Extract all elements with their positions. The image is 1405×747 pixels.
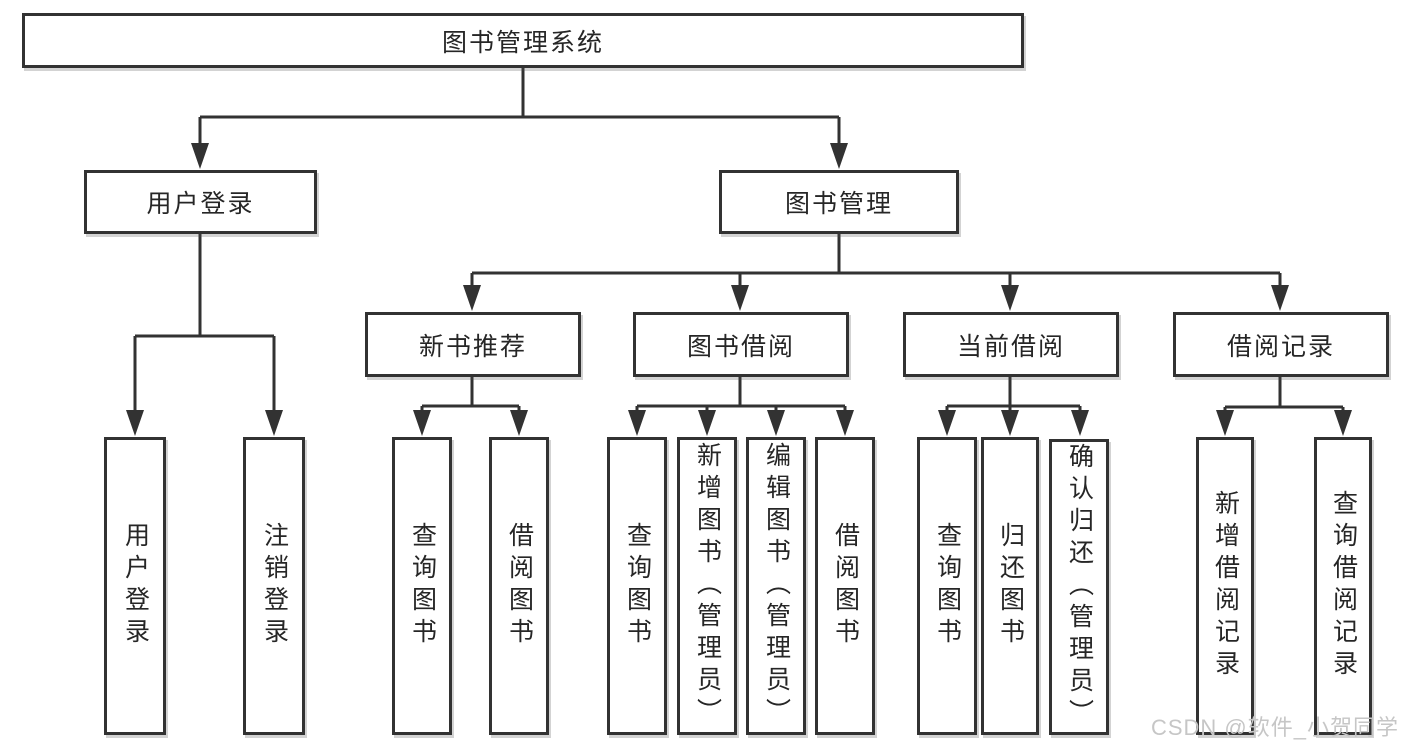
node-label: 借阅图书	[505, 522, 534, 650]
leaf-query-books: 查询图书	[392, 437, 452, 735]
node-label: 编辑图书（管理员）	[762, 442, 791, 730]
leaf-user-login: 用户登录	[104, 437, 166, 735]
node-label: 查询图书	[408, 522, 437, 650]
node-label: 新增借阅记录	[1211, 490, 1240, 682]
leaf-borrow-books: 借阅图书	[489, 437, 549, 735]
leaf-query-borrow-record: 查询借阅记录	[1314, 437, 1372, 735]
leaf-return-book: 归还图书	[981, 437, 1039, 735]
leaf-add-book-admin: 新增图书（管理员）	[677, 437, 737, 735]
node-label: 查询借阅记录	[1329, 490, 1358, 682]
node-label: 新增图书（管理员）	[693, 442, 722, 730]
connector-lines	[133, 68, 1345, 413]
node-label: 用户登录	[121, 522, 150, 650]
node-book-borrow: 图书借阅	[633, 312, 849, 377]
node-current-borrow: 当前借阅	[903, 312, 1119, 377]
node-label: 用户登录	[146, 190, 255, 218]
node-new-book-recommend: 新书推荐	[365, 312, 581, 377]
node-label: 新书推荐	[418, 332, 527, 361]
node-label: 图书管理	[784, 190, 893, 218]
leaf-borrow-books: 借阅图书	[815, 437, 875, 735]
leaf-add-borrow-record: 新增借阅记录	[1196, 437, 1254, 735]
node-label: 图书借阅	[686, 332, 795, 361]
leaf-query-books: 查询图书	[917, 437, 977, 735]
node-label: 图书管理系统	[441, 28, 604, 57]
node-label: 查询图书	[933, 522, 962, 650]
node-label: 当前借阅	[956, 332, 1065, 361]
leaf-confirm-return-admin: 确认归还（管理员）	[1049, 439, 1109, 735]
node-label: 借阅记录	[1226, 332, 1335, 361]
node-borrow-records: 借阅记录	[1173, 312, 1389, 377]
node-book-management: 图书管理	[719, 170, 959, 234]
node-label: 注销登录	[260, 522, 289, 650]
node-root: 图书管理系统	[22, 13, 1024, 68]
node-label: 归还图书	[996, 522, 1025, 650]
node-label: 查询图书	[623, 522, 652, 650]
leaf-query-books: 查询图书	[607, 437, 667, 735]
leaf-edit-book-admin: 编辑图书（管理员）	[746, 437, 806, 735]
csdn-watermark: CSDN @软件_小贺同学	[1150, 715, 1399, 740]
node-label: 借阅图书	[831, 522, 860, 650]
node-user-login: 用户登录	[84, 170, 317, 234]
arrowhead-icons	[126, 143, 1352, 436]
leaf-logout: 注销登录	[243, 437, 305, 735]
node-label: 确认归还（管理员）	[1065, 443, 1094, 731]
